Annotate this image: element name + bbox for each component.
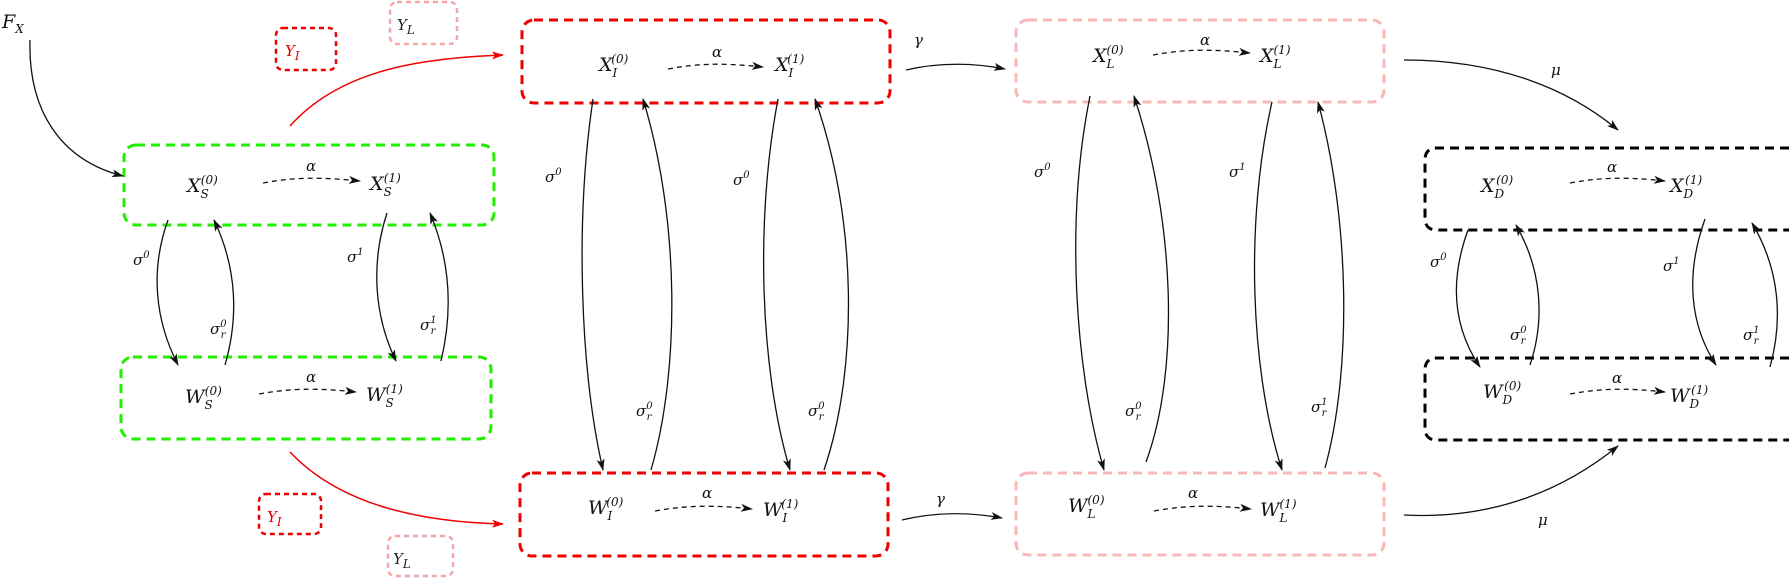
arrow-wl-wd	[1403, 445, 1619, 517]
box-ws	[119, 355, 493, 441]
node-xs1: XS(1)	[368, 171, 401, 199]
tag-yl-top: YL	[397, 16, 415, 37]
node-xl0: XL(0)	[1091, 43, 1124, 71]
arrow-alpha-ws	[258, 386, 357, 395]
arrow-xi-xl	[905, 62, 1006, 71]
node-xs0: XS(0)	[185, 173, 218, 201]
arrow-i-sigma0-down-1	[581, 98, 605, 471]
tag-box-yi-bottom	[257, 492, 323, 536]
rate-mu-x: μ	[1551, 61, 1561, 79]
arrow-alpha-wi	[654, 503, 753, 512]
node-wd0: WD(0)	[1483, 379, 1521, 407]
tag-box-yl-bottom	[386, 534, 455, 578]
rate-alpha-xl: α	[1200, 31, 1210, 49]
arrow-alpha-xs	[262, 175, 361, 184]
node-wl1: WL(1)	[1260, 497, 1297, 525]
input-fx-label: FX	[1, 11, 24, 36]
node-xi1: XI(1)	[773, 52, 805, 80]
rate-alpha-xi: α	[712, 43, 722, 61]
arrow-d-sigma0-down	[1455, 229, 1481, 368]
arrow-i-sigma0-down-2	[762, 98, 791, 471]
rate-alpha-xs: α	[306, 157, 316, 175]
rate-sigma1-l: σ1	[1229, 162, 1246, 181]
rate-alpha-wd: α	[1612, 369, 1622, 387]
box-xd	[1423, 146, 1789, 232]
rate-alpha-wl: α	[1188, 484, 1198, 502]
box-xi	[520, 18, 892, 105]
rate-alpha-ws: α	[306, 368, 316, 386]
arrow-xs-xi	[289, 51, 504, 127]
rate-mu-w: μ	[1538, 511, 1548, 529]
arrow-ws-wi	[289, 451, 504, 528]
arrow-s-sigmar1-up	[429, 212, 449, 362]
arrow-l-sigma1-down	[1253, 101, 1283, 471]
tag-box-yl-top	[388, 0, 459, 46]
arrow-wi-wl	[901, 512, 1003, 521]
arrow-alpha-wl	[1153, 503, 1252, 512]
node-wl0: WL(0)	[1068, 493, 1105, 521]
rate-sigma0-s: σ0	[133, 250, 150, 269]
arrow-i-sigmar0-up-2	[814, 98, 850, 471]
arrow-i-sigmar0-up-1	[642, 98, 673, 471]
arrow-d-sigmar1-up	[1751, 222, 1779, 368]
rate-gamma-w: γ	[936, 490, 945, 508]
node-wd1: WD(1)	[1670, 383, 1708, 411]
arrow-alpha-xl	[1152, 47, 1251, 56]
rate-sigma0-l: σ0	[1034, 162, 1051, 181]
arrow-s-sigmar0-up	[213, 219, 235, 366]
rate-sigma0-i-2: σ0	[733, 170, 750, 189]
rate-sigma0-d: σ0	[1430, 252, 1447, 271]
arrow-s-sigma0-down	[156, 219, 179, 366]
rate-sigma1-d: σ1	[1663, 256, 1680, 275]
box-wi	[518, 471, 890, 558]
arrow-l-sigmar1-up	[1317, 101, 1345, 469]
arrow-alpha-wd	[1569, 386, 1666, 395]
box-wd	[1423, 356, 1789, 442]
rate-gamma-x: γ	[914, 31, 923, 49]
tag-yl-bottom: YL	[393, 550, 411, 571]
node-xd1: XD(1)	[1668, 173, 1702, 201]
node-ws0: WS(0)	[185, 384, 222, 412]
node-wi1: WI(1)	[763, 497, 799, 525]
tag-yi-bottom: YI	[267, 508, 282, 529]
arrow-alpha-xi	[667, 61, 764, 70]
rate-sigma1-s: σ1	[347, 247, 364, 266]
rate-alpha-xd: α	[1607, 158, 1617, 176]
node-xl1: XL(1)	[1258, 43, 1291, 71]
arrow-d-sigma1-down	[1692, 218, 1717, 366]
arrow-d-sigmar0-up	[1515, 224, 1540, 366]
rate-alpha-wi: α	[702, 484, 712, 502]
node-wi0: WI(0)	[588, 495, 624, 523]
arrow-xl-xd	[1403, 59, 1619, 131]
arrow-fx-xs	[29, 39, 124, 178]
tag-box-yi-top	[274, 26, 338, 72]
arrow-alpha-xd	[1569, 175, 1666, 184]
arrow-s-sigma1-down	[376, 212, 397, 362]
arrow-l-sigmar0-up	[1133, 95, 1170, 463]
box-wl	[1014, 471, 1386, 557]
box-xl	[1014, 18, 1386, 104]
tag-yi-top: YI	[285, 42, 300, 63]
arrow-l-sigma0-down	[1075, 95, 1105, 471]
node-ws1: WS(1)	[366, 382, 403, 410]
node-xi0: XI(0)	[597, 52, 629, 80]
box-xs	[122, 143, 496, 227]
rate-sigma0-i-1: σ0	[545, 167, 562, 186]
node-xd0: XD(0)	[1479, 173, 1513, 201]
